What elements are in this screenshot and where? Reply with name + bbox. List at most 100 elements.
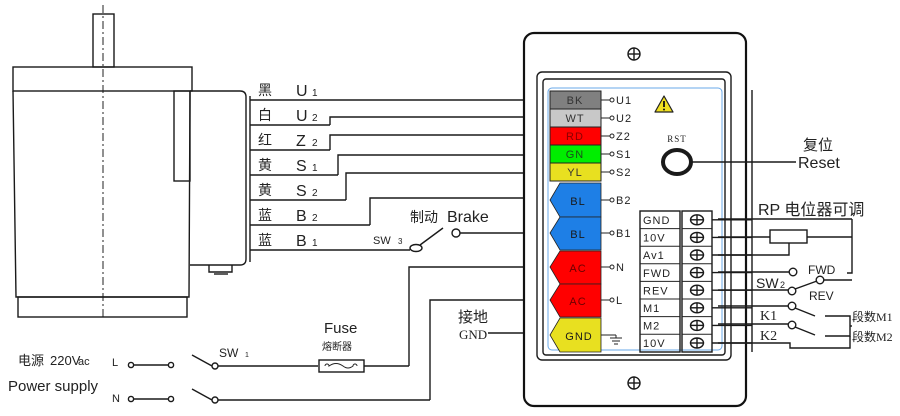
sw2-label: SW [756, 275, 779, 291]
wire-row-1: 黑 U 1 [258, 83, 318, 100]
wire-terminal-label: Z [296, 133, 306, 150]
terminal-label: GND [643, 215, 670, 227]
terminal-screw-icon [689, 302, 705, 314]
motor-body [12, 90, 191, 298]
tag-label: BL [570, 196, 585, 208]
tag-label: WT [565, 113, 584, 125]
sw3-label: SW [373, 235, 391, 247]
terminal-screw-icon [689, 284, 705, 296]
pin-label: L [616, 295, 623, 307]
tag-label: AC [569, 263, 586, 275]
speed-m2-label: 段数M2 [852, 329, 893, 344]
wire-row-3: 红 Z 2 [258, 133, 318, 150]
motor-connector-bump [208, 265, 233, 273]
mount-screw-bottom-icon [627, 376, 641, 390]
tag-label: GND [565, 331, 592, 343]
sw1-sub: 1 [245, 352, 249, 359]
terminal-screw-icon [689, 214, 705, 226]
controller: BK WT RD GN YL BL [522, 31, 840, 408]
sw2-blade [794, 280, 818, 290]
wire-terminal-label: B [296, 233, 307, 250]
fuse-label-cn: 熔断器 [322, 340, 352, 353]
potentiometer-icon [769, 229, 808, 244]
wire-row-6: 蓝 B 2 [258, 208, 318, 225]
pin-label: S1 [616, 149, 631, 161]
wire-color-label: 蓝 [258, 233, 272, 249]
control-wiring [718, 90, 853, 352]
reset-button[interactable] [661, 148, 693, 176]
wire-terminal-sub: 1 [312, 238, 318, 249]
motor-flange [12, 66, 193, 92]
wire-color-label: 红 [258, 133, 272, 149]
ground-label-cn: 接地 [458, 309, 488, 326]
mount-screw-top-icon [627, 47, 641, 61]
tag-yl: YL [549, 162, 602, 182]
warning-icon [654, 95, 674, 113]
pin-labels: U1 U2 Z2 S1 S2 B2 B1 N L [601, 95, 632, 345]
k1-blade [794, 307, 816, 317]
line-L-label: L [112, 357, 118, 369]
color-tags: BK WT RD GN YL [549, 90, 602, 182]
rp-label: RP 电位器可调 [758, 201, 864, 219]
pin-label: S2 [616, 167, 631, 179]
terminal-label: Av1 [643, 250, 665, 262]
tag-label: BK [567, 95, 584, 107]
fwd-label: FWD [808, 263, 836, 277]
sw3-contact [451, 228, 461, 238]
pin-label: B1 [616, 228, 631, 240]
wire-terminal-label: U [296, 83, 308, 100]
tag-label: AC [569, 296, 586, 308]
brake-label-en: Brake [447, 209, 489, 226]
sw3-blade [419, 227, 444, 246]
terminal-m2-6: M2 [640, 316, 752, 333]
tag-wt: WT [549, 108, 602, 128]
wire-color-label: 黄 [258, 157, 272, 174]
ground-label-en: GND [459, 327, 487, 342]
rev-label: REV [809, 289, 834, 303]
tag-bk: BK [549, 90, 602, 110]
wire-color-label: 白 [258, 108, 272, 124]
pin-label: U2 [616, 113, 632, 125]
brake-label-cn: 制动 [410, 210, 438, 226]
pin-label: B2 [616, 195, 631, 207]
tag-label: GN [566, 149, 585, 161]
wire-row-4: 黄 S 1 [258, 157, 318, 175]
k2-blade [794, 326, 816, 336]
tag-label: BL [570, 229, 585, 241]
terminal-fwd-3: FWD [640, 263, 752, 280]
wire-terminal-label: S [296, 158, 307, 175]
terminal-screw-icon [689, 249, 705, 261]
power-ac: ac [78, 356, 90, 368]
tag-label: RD [566, 131, 584, 143]
motor-wire-labels: 黑 U 1 白 U 2 红 Z 2 黄 S 1 黄 S 2 蓝 B 2 [250, 83, 530, 251]
sw3-sub: 3 [398, 237, 403, 246]
motor-connector-box [190, 90, 247, 266]
power-voltage: 220V [50, 353, 81, 368]
terminal-rev-4: REV [640, 280, 752, 297]
terminal-label: M2 [643, 321, 660, 333]
tag-ac-l: AC [549, 283, 602, 318]
wire-terminal-sub: 2 [312, 188, 318, 199]
motor-drawing [12, 5, 251, 318]
fuse-label-en: Fuse [324, 320, 357, 337]
tag-label: YL [567, 167, 582, 179]
reset-label-en: Reset [798, 155, 840, 172]
terminal-label: 10V [643, 233, 666, 245]
pin-label: N [616, 262, 625, 274]
sw1-blade-L [191, 354, 213, 367]
tag-ac-n: AC [549, 250, 602, 285]
terminal-screw-icon [689, 337, 705, 349]
power-label-cn: 电源 [18, 354, 44, 369]
wire-row-7: 蓝 B 1 [258, 233, 318, 250]
wire-terminal-sub: 2 [312, 113, 318, 124]
wire-color-label: 黄 [258, 182, 272, 199]
sw3-contact [409, 243, 423, 253]
speed-m1-label: 段数M1 [852, 309, 893, 324]
terminal-m1-5: M1 [640, 298, 752, 315]
arrow-tags: BL BL AC AC GND [549, 182, 602, 353]
sw1-label: SW [219, 346, 239, 360]
sw1-blade-N [191, 388, 213, 401]
wire-terminal-label: S [296, 183, 307, 200]
reset-label-cn: 复位 [803, 136, 833, 154]
